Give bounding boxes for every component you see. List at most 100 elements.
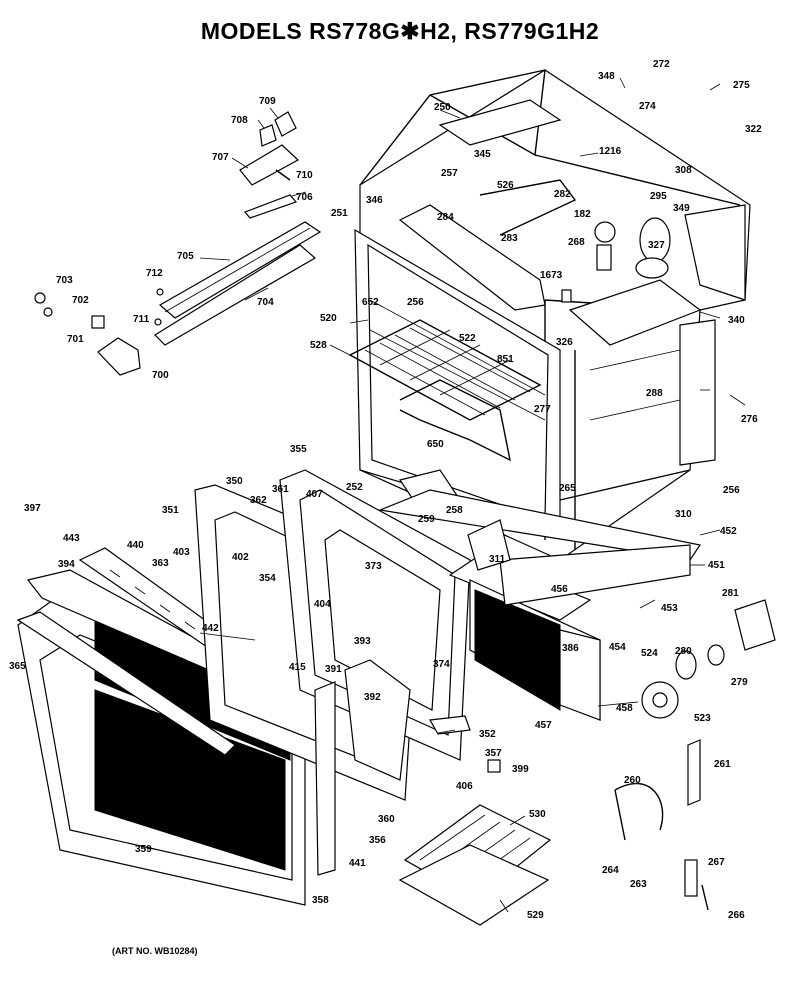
part-label: 251 [331, 208, 348, 219]
part-label: 352 [479, 729, 496, 740]
part-label: 528 [310, 340, 327, 351]
upper-left-parts [34, 111, 322, 376]
part-label: 283 [501, 233, 518, 244]
part-label: 359 [135, 844, 152, 855]
part-label: 265 [559, 483, 576, 494]
part-label: 346 [366, 195, 383, 206]
part-label: 357 [485, 748, 502, 759]
part-label: 406 [456, 781, 473, 792]
diagram-title: MODELS RS778G✱H2, RS779G1H2 [200, 18, 600, 44]
part-label: 354 [259, 573, 276, 584]
part-label: 711 [133, 314, 150, 325]
part-label: 524 [641, 648, 658, 659]
part-label: 403 [173, 547, 190, 558]
part-label: 707 [212, 152, 229, 163]
part-label: 453 [661, 603, 678, 614]
part-label: 268 [568, 237, 585, 248]
part-label: 701 [67, 334, 84, 345]
part-label: 288 [646, 388, 663, 399]
drawer-assembly [377, 489, 776, 926]
part-label: 374 [433, 659, 450, 670]
part-label: 1216 [599, 146, 622, 157]
part-label: 345 [474, 149, 491, 160]
part-label: 397 [24, 503, 41, 514]
part-label: 252 [346, 482, 363, 493]
part-label: 705 [177, 251, 194, 262]
part-label: 709 [259, 96, 276, 107]
part-label: 443 [63, 533, 80, 544]
part-label: 259 [418, 514, 435, 525]
part-label: 703 [56, 275, 73, 286]
part-label: 712 [146, 268, 163, 279]
part-label: 267 [708, 857, 725, 868]
part-label: 256 [407, 297, 424, 308]
part-label: 452 [720, 526, 737, 537]
part-label: 363 [152, 558, 169, 569]
part-label: 260 [624, 775, 641, 786]
part-label: 451 [708, 560, 725, 571]
part-label: 700 [152, 370, 169, 381]
part-label: 440 [127, 540, 144, 551]
part-label: 311 [489, 554, 506, 565]
part-labels: 709 708 707 710 706 705 712 704 711 703 … [9, 59, 762, 921]
part-label: 520 [320, 313, 337, 324]
part-label: 442 [202, 623, 219, 634]
part-label: 274 [639, 101, 656, 112]
part-label: 282 [554, 189, 571, 200]
part-label: 365 [9, 661, 26, 672]
part-label: 652 [362, 297, 379, 308]
part-label: 351 [162, 505, 179, 516]
part-label: 851 [497, 354, 514, 365]
part-label: 280 [675, 646, 692, 657]
part-label: 454 [609, 642, 626, 653]
part-label: 708 [231, 115, 248, 126]
part-label: 308 [675, 165, 692, 176]
part-label: 284 [437, 212, 454, 223]
part-label: 441 [349, 858, 366, 869]
part-label: 326 [556, 337, 573, 348]
part-label: 456 [551, 584, 568, 595]
part-label: 266 [728, 910, 745, 921]
part-label: 277 [534, 404, 551, 415]
part-label: 261 [714, 759, 731, 770]
part-label: 415 [289, 662, 306, 673]
part-label: 522 [459, 333, 476, 344]
part-label: 350 [226, 476, 243, 487]
part-label: 275 [733, 80, 750, 91]
part-label: 361 [272, 484, 289, 495]
part-label: 250 [434, 102, 451, 113]
part-label: 327 [648, 240, 665, 251]
part-label: 362 [250, 495, 267, 506]
part-label: 263 [630, 879, 647, 890]
part-label: 279 [731, 677, 748, 688]
part-label: 322 [745, 124, 762, 135]
part-label: 358 [312, 895, 329, 906]
part-label: 349 [673, 203, 690, 214]
part-label: 457 [535, 720, 552, 731]
part-label: 391 [325, 664, 342, 675]
part-label: 373 [365, 561, 382, 572]
part-label: 402 [232, 552, 249, 563]
part-label: 272 [653, 59, 670, 70]
part-label: 256 [723, 485, 740, 496]
part-label: 295 [650, 191, 667, 202]
art-number: (ART NO. WB10284) [112, 946, 198, 956]
part-label: 530 [529, 809, 546, 820]
part-label: 182 [574, 209, 591, 220]
part-label: 264 [602, 865, 619, 876]
part-label: 386 [562, 643, 579, 654]
part-label: 392 [364, 692, 381, 703]
part-label: 281 [722, 588, 739, 599]
part-label: 360 [378, 814, 395, 825]
part-label: 710 [296, 170, 313, 181]
part-label: 706 [296, 192, 313, 203]
part-label: 348 [598, 71, 615, 82]
part-label: 258 [446, 505, 463, 516]
part-label: 650 [427, 439, 444, 450]
part-label: 399 [512, 764, 529, 775]
part-label: 404 [314, 599, 331, 610]
door-assembly [16, 469, 471, 906]
part-label: 526 [497, 180, 514, 191]
part-label: 356 [369, 835, 386, 846]
